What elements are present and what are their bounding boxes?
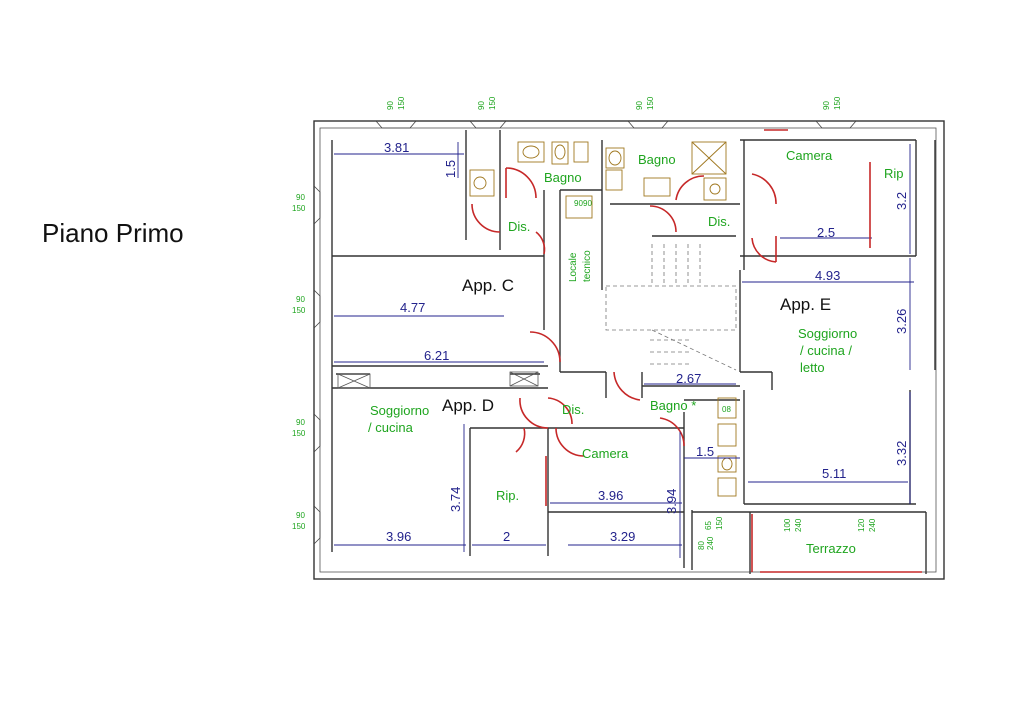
- svg-text:90: 90: [296, 193, 305, 202]
- red-marks: [764, 129, 871, 248]
- dim-label: 3.29: [610, 529, 635, 544]
- outer-walls: [313, 120, 945, 580]
- dim-label: 1.5: [443, 160, 458, 178]
- svg-text:90: 90: [296, 511, 305, 520]
- room-label: Dis.: [708, 214, 730, 229]
- svg-text:120: 120: [857, 518, 866, 532]
- svg-text:90: 90: [583, 199, 592, 208]
- svg-text:90: 90: [296, 418, 305, 427]
- dim-label: 3.96: [386, 529, 411, 544]
- svg-text:100: 100: [783, 518, 792, 532]
- dim-label: 2.5: [817, 225, 835, 240]
- dim-label: 2.67: [676, 371, 701, 386]
- svg-text:150: 150: [488, 96, 497, 110]
- dimension-labels: 3.81 1.5 4.77 6.21 2.5 3.2 4.93 3.26 2.6…: [384, 140, 909, 544]
- svg-text:150: 150: [292, 522, 306, 531]
- room-label: Locale: [568, 252, 579, 282]
- apartment-c-label: App. C: [462, 276, 514, 295]
- page-title: Piano Primo: [42, 218, 184, 248]
- svg-text:150: 150: [715, 516, 724, 530]
- svg-text:150: 150: [292, 429, 306, 438]
- apartment-d-label: App. D: [442, 396, 494, 415]
- room-label: / cucina /: [800, 343, 852, 358]
- svg-text:90: 90: [635, 101, 644, 110]
- room-label: letto: [800, 360, 825, 375]
- dim-label: 6.21: [424, 348, 449, 363]
- svg-text:240: 240: [794, 518, 803, 532]
- room-labels: Bagno Bagno Camera Rip Dis. Dis. Locale …: [368, 148, 904, 556]
- room-label: Bagno: [544, 170, 582, 185]
- windows-left: [313, 185, 321, 545]
- room-label: Bagno *: [650, 398, 696, 413]
- svg-text:150: 150: [833, 96, 842, 110]
- dim-label: 3.94: [664, 489, 679, 514]
- room-label: Dis.: [508, 219, 530, 234]
- room-label: Rip: [884, 166, 904, 181]
- room-label: Bagno: [638, 152, 676, 167]
- dim-label: 3.32: [894, 441, 909, 466]
- dimension-lines: [334, 142, 914, 558]
- dim-label: 3.2: [894, 192, 909, 210]
- dim-label: 4.93: [815, 268, 840, 283]
- svg-text:150: 150: [397, 96, 406, 110]
- dim-label: 3.96: [598, 488, 623, 503]
- svg-text:150: 150: [292, 306, 306, 315]
- svg-text:80: 80: [697, 541, 706, 550]
- dim-label: 3.74: [448, 487, 463, 512]
- staircase: [605, 235, 737, 371]
- room-label: / cucina: [368, 420, 414, 435]
- dim-label: 2: [503, 529, 510, 544]
- svg-text:90: 90: [477, 101, 486, 110]
- doors: [471, 167, 922, 573]
- room-label: Soggiorno: [798, 326, 857, 341]
- svg-text:65: 65: [704, 521, 713, 530]
- window-labels-bottom: 80 240 65 150 100 240 120 240: [697, 516, 877, 550]
- svg-text:90: 90: [822, 101, 831, 110]
- svg-text:90: 90: [574, 199, 583, 208]
- room-label: Camera: [582, 446, 629, 461]
- window-labels-left: 90 150 90 150 90 150 90 150: [292, 193, 306, 531]
- interior-walls: [331, 130, 927, 574]
- svg-text:240: 240: [868, 518, 877, 532]
- shaft-boxes: [337, 371, 539, 389]
- dim-label: 3.26: [894, 309, 909, 334]
- apartment-e-label: App. E: [780, 295, 831, 314]
- window-labels-top: 90 150 90 150 90 150 90 150: [386, 96, 842, 110]
- room-label: Rip.: [496, 488, 519, 503]
- bathroom-fixtures: [469, 141, 737, 497]
- dim-label: 3.81: [384, 140, 409, 155]
- svg-text:08: 08: [722, 405, 731, 414]
- dim-label: 1.5: [696, 444, 714, 459]
- room-label: Terrazzo: [806, 541, 856, 556]
- dim-label: 4.77: [400, 300, 425, 315]
- apartment-labels: App. C App. D App. E: [442, 276, 831, 415]
- room-label: Dis.: [562, 402, 584, 417]
- svg-text:90: 90: [386, 101, 395, 110]
- svg-text:240: 240: [706, 536, 715, 550]
- svg-text:150: 150: [646, 96, 655, 110]
- svg-text:150: 150: [292, 204, 306, 213]
- fixture-labels: 90 90 08: [574, 199, 731, 414]
- svg-text:90: 90: [296, 295, 305, 304]
- windows-top: [375, 120, 857, 129]
- room-label: tecnico: [582, 250, 593, 282]
- room-label: Camera: [786, 148, 833, 163]
- room-label: Soggiorno: [370, 403, 429, 418]
- dim-label: 5.11: [822, 466, 846, 481]
